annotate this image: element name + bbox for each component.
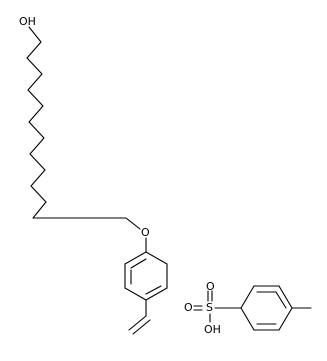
sulfonyl-bonds <box>193 290 213 323</box>
ether-oxygen-label: O <box>141 226 150 239</box>
vinyl-group <box>128 299 151 335</box>
hydroxyl-label: OH <box>19 15 36 28</box>
sulfonyl-oxygen-left-label: O <box>184 301 193 314</box>
phenyl-ring-1 <box>124 237 168 301</box>
alkyl-chain-bonds <box>26 26 141 230</box>
sulfonyl-oxygen-top-label: O <box>206 280 215 293</box>
phenyl-ring-2 <box>214 285 312 331</box>
sulfonic-hydroxyl-label: OH <box>204 323 221 336</box>
sulfur-label: S <box>206 301 213 314</box>
